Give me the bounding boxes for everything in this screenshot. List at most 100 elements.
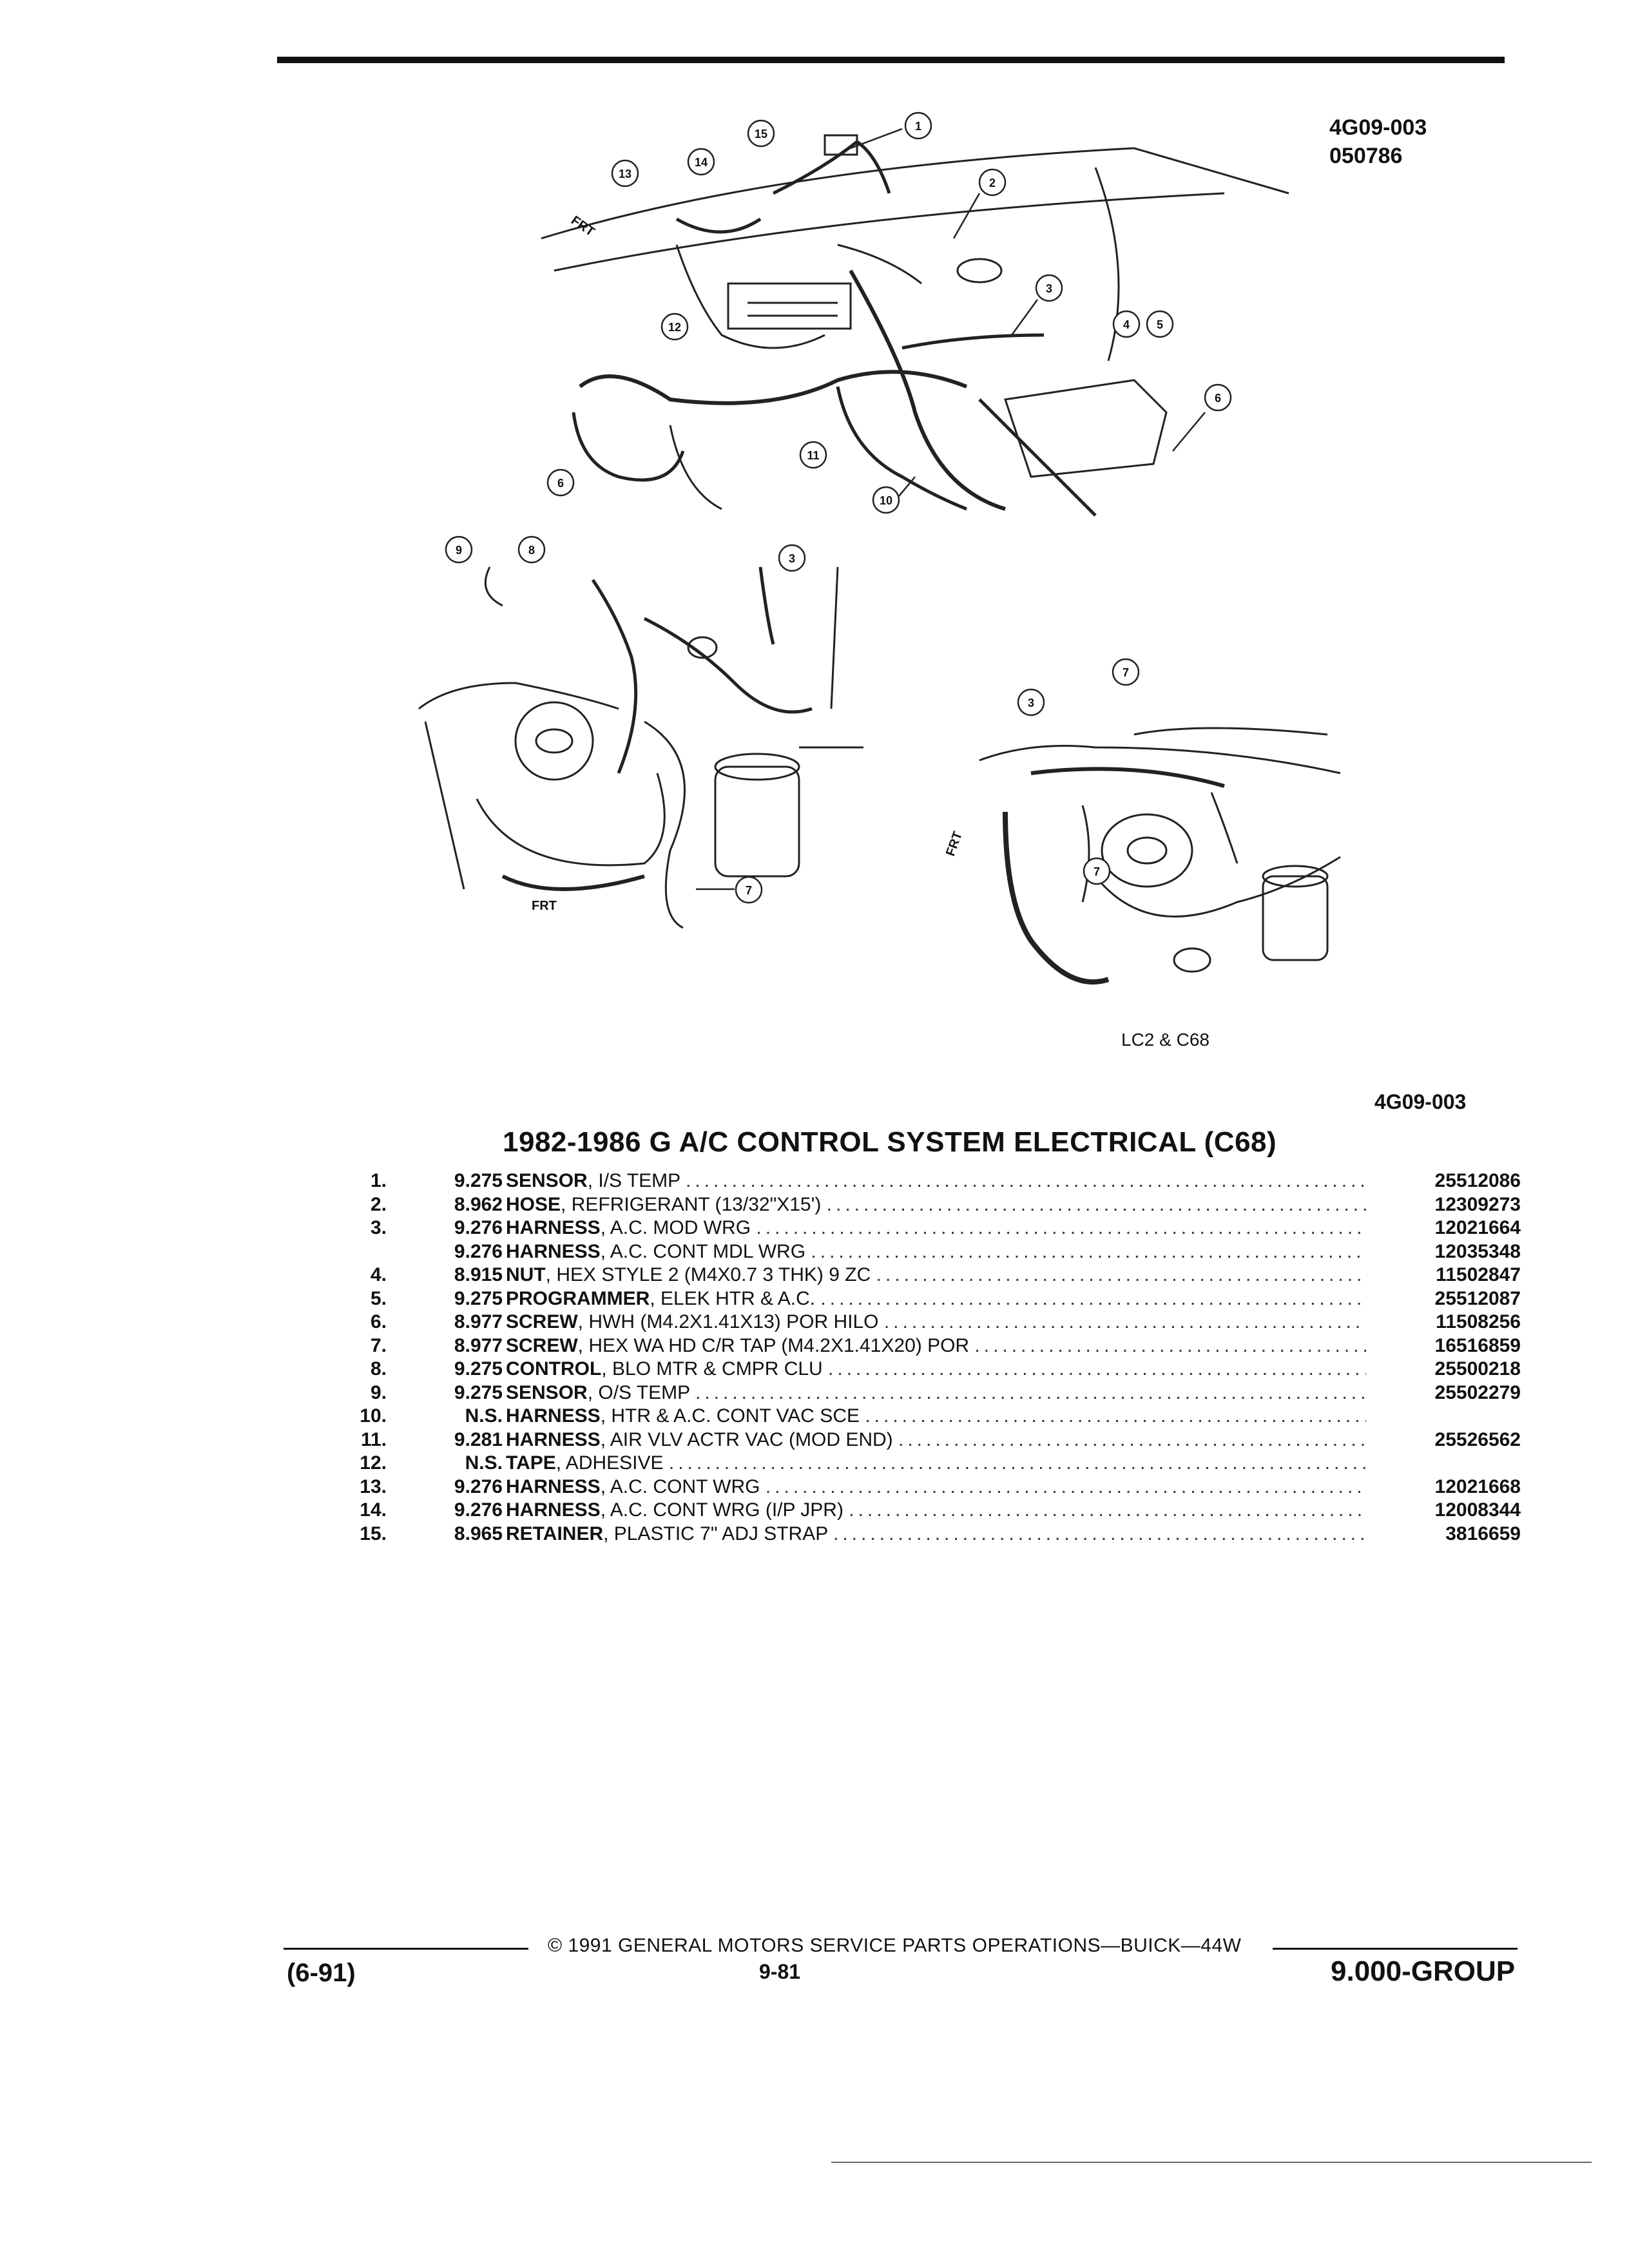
- bottom-scan-rule: [831, 2162, 1592, 2163]
- leader-dots: ........................................…: [668, 1452, 1366, 1474]
- leader-dots: ........................................…: [833, 1523, 1366, 1544]
- part-description: HARNESS, A.C. CONT WRG (I/P JPR) .......…: [506, 1499, 1366, 1522]
- part-description: HARNESS, HTR & A.C. CONT VAC SCE .......…: [506, 1405, 1366, 1428]
- part-description: SENSOR, I/S TEMP .......................…: [506, 1169, 1366, 1193]
- group-number: 8.977: [454, 1311, 503, 1332]
- part-description: SENSOR, O/S TEMP .......................…: [506, 1381, 1366, 1405]
- callout-13: 13: [619, 168, 631, 180]
- diagram-canvas: 1 2 3 4 5 6 10 11 12 13 14 15 6 9 8 3 7 …: [418, 111, 1341, 985]
- item-number: 9.: [370, 1381, 387, 1403]
- item-number: 13.: [360, 1475, 387, 1497]
- top-assembly-lines: [541, 134, 1289, 517]
- part-number: 3816659: [1445, 1523, 1521, 1544]
- part-description: SCREW, HEX WA HD C/R TAP (M4.2X1.41X20) …: [506, 1334, 1366, 1358]
- part-description: HARNESS, A.C. MOD WRG ..................…: [506, 1216, 1366, 1240]
- part-detail: , HEX WA HD C/R TAP (M4.2X1.41X20) POR: [577, 1334, 975, 1356]
- callout-2: 2: [989, 177, 996, 189]
- leader-dots: ........................................…: [826, 1193, 1366, 1215]
- item-number: 5.: [370, 1287, 387, 1309]
- callout-12: 12: [668, 321, 681, 334]
- variant-caption: LC2 & C68: [1121, 1030, 1210, 1050]
- part-number: 25526562: [1434, 1428, 1521, 1450]
- part-number: 25500218: [1434, 1358, 1521, 1379]
- callout-circles: [445, 111, 1232, 904]
- callout-left-3: 3: [789, 552, 795, 565]
- group-number: 9.281: [454, 1428, 503, 1450]
- part-description: RETAINER, PLASTIC 7" ADJ STRAP .........…: [506, 1523, 1366, 1546]
- part-name: TAPE: [506, 1452, 556, 1474]
- leader-dots: ........................................…: [756, 1217, 1366, 1238]
- frt-label-top: FRT: [568, 213, 597, 239]
- part-name: HARNESS: [506, 1405, 601, 1427]
- group-number: N.S.: [465, 1452, 503, 1474]
- callout-5: 5: [1157, 318, 1163, 331]
- leader-dots: ........................................…: [695, 1381, 1366, 1403]
- parts-row: 10.N.S.HARNESS, HTR & A.C. CONT VAC SCE …: [348, 1405, 1521, 1428]
- part-name: HARNESS: [506, 1475, 601, 1497]
- group-number: 8.915: [454, 1264, 503, 1285]
- callout-right-7b: 7: [1094, 865, 1100, 878]
- group-number: 8.965: [454, 1523, 503, 1544]
- item-number: 4.: [370, 1264, 387, 1285]
- part-name: HARNESS: [506, 1428, 601, 1450]
- part-detail: , AIR VLV ACTR VAC (MOD END): [600, 1428, 898, 1450]
- part-name: HARNESS: [506, 1499, 601, 1521]
- leader-dots: ........................................…: [898, 1428, 1366, 1450]
- item-number: 10.: [360, 1405, 387, 1427]
- item-number: 3.: [370, 1217, 387, 1238]
- part-description: TAPE, ADHESIVE .........................…: [506, 1452, 1366, 1475]
- part-name: PROGRAMMER: [506, 1287, 650, 1309]
- part-name: SCREW: [506, 1334, 578, 1356]
- part-number: 25502279: [1434, 1381, 1521, 1403]
- part-name: HARNESS: [506, 1217, 601, 1238]
- figure-code: 4G09-003: [1374, 1090, 1467, 1113]
- part-detail: , BLO MTR & CMPR CLU: [601, 1358, 829, 1379]
- part-description: CONTROL, BLO MTR & CMPR CLU ............…: [506, 1358, 1366, 1381]
- callout-14: 14: [695, 156, 708, 169]
- part-detail: , HTR & A.C. CONT VAC SCE: [600, 1405, 865, 1427]
- part-detail: , A.C. MOD WRG: [600, 1217, 757, 1238]
- part-description: HARNESS, A.C. CONT MDL WRG .............…: [506, 1240, 1366, 1264]
- item-number: 14.: [360, 1499, 387, 1521]
- parts-row: 12.N.S.TAPE, ADHESIVE ..................…: [348, 1452, 1521, 1475]
- part-name: RETAINER: [506, 1523, 604, 1544]
- leader-dots: ........................................…: [765, 1475, 1366, 1497]
- group-number: 9.275: [454, 1358, 503, 1379]
- wiring-diagram: 1 2 3 4 5 6 10 11 12 13 14 15 6 9 8 3 7 …: [0, 0, 1629, 1095]
- item-number: 11.: [360, 1428, 387, 1450]
- group-number: 9.276: [454, 1240, 503, 1262]
- group-number: 9.276: [454, 1499, 503, 1521]
- callout-10: 10: [880, 494, 892, 507]
- group-number: 9.275: [454, 1287, 503, 1309]
- item-number: 6.: [370, 1311, 387, 1332]
- left-assembly-lines: [418, 566, 863, 929]
- part-number: 16516859: [1434, 1334, 1521, 1356]
- parts-list: 1. 9.275 SENSOR, I/S TEMP ................…: [348, 1169, 1521, 1546]
- callout-15: 15: [755, 128, 767, 140]
- part-detail: , A.C. CONT MDL WRG: [600, 1240, 811, 1262]
- part-detail: , A.C. CONT WRG (I/P JPR): [600, 1499, 849, 1521]
- part-detail: , ELEK HTR & A.C.: [650, 1287, 821, 1309]
- item-number: 1.: [370, 1170, 387, 1191]
- part-description: HARNESS, A.C. CONT WRG .................…: [506, 1475, 1366, 1499]
- part-number: 12035348: [1434, 1240, 1521, 1262]
- leader-dots: ........................................…: [811, 1240, 1366, 1262]
- part-number: 11502847: [1436, 1264, 1521, 1285]
- leader-dots: ........................................…: [974, 1334, 1366, 1356]
- right-assembly-lines: [979, 727, 1341, 985]
- part-detail: , PLASTIC 7" ADJ STRAP: [603, 1523, 834, 1544]
- callout-1: 1: [915, 120, 921, 133]
- part-detail: , A.C. CONT WRG: [600, 1475, 766, 1497]
- part-detail: , REFRIGERANT (13/32"X15'): [561, 1193, 827, 1215]
- group-number: 9.276: [454, 1217, 503, 1238]
- part-name: SENSOR: [506, 1381, 588, 1403]
- part-number: 12021668: [1434, 1475, 1521, 1497]
- footer-rule-left: [284, 1948, 528, 1950]
